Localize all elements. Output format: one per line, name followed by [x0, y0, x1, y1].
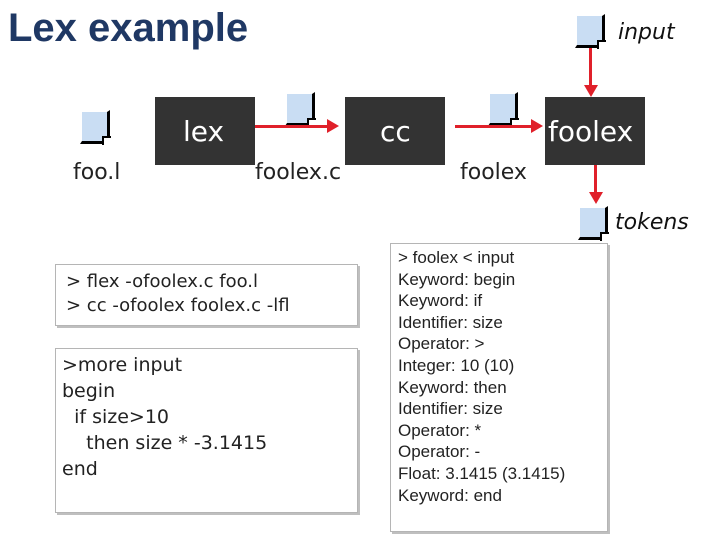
source-line: then size * -3.1415	[62, 432, 268, 454]
source-line: begin	[62, 380, 116, 402]
output-line: > foolex < input	[398, 248, 515, 267]
command-line: > cc -ofoolex foolex.c -lfl	[66, 295, 290, 316]
cc-to-foolex-arrow	[455, 125, 533, 128]
source-line: end	[62, 458, 98, 480]
input-to-foolex-arrowhead	[584, 85, 598, 97]
lex-to-foolex-c-arrow	[255, 125, 329, 128]
cc-to-foolex-arrowhead	[531, 119, 543, 133]
command-line: > flex -ofoolex.c foo.l	[66, 271, 258, 292]
source-listing: >more input begin if size>10 then size *…	[62, 352, 267, 482]
cc-process-box: cc	[345, 97, 445, 165]
output-line: Operator: >	[398, 334, 485, 354]
output-line: Keyword: end	[398, 485, 502, 505]
output-line: Identifier: size	[398, 399, 503, 419]
output-listing-box: > foolex < input Keyword: begin Keyword:…	[390, 243, 608, 532]
lex-process-box: lex	[155, 97, 255, 165]
tokens-document-icon	[578, 206, 608, 240]
foolex-binary-document-icon	[488, 92, 518, 126]
lex-to-foolex-c-arrowhead	[327, 119, 339, 133]
output-listing: > foolex < input Keyword: begin Keyword:…	[398, 247, 565, 506]
foo-l-label: foo.l	[73, 160, 121, 185]
tokens-label: tokens	[615, 210, 689, 235]
output-line: Keyword: if	[398, 291, 483, 311]
foolex-runner-label: foolex	[548, 115, 634, 148]
source-line: if size>10	[62, 406, 170, 428]
cc-label: cc	[380, 115, 411, 148]
foolex-binary-label: foolex	[460, 160, 527, 185]
foolex-c-label: foolex.c	[255, 160, 342, 185]
commands-box: > flex -ofoolex.c foo.l > cc -ofoolex fo…	[55, 264, 358, 326]
foolex-c-document-icon	[285, 92, 315, 126]
input-to-foolex-arrow	[589, 48, 592, 86]
output-line: Identifier: size	[398, 312, 503, 332]
input-label: input	[618, 20, 675, 45]
lex-label: lex	[183, 115, 225, 148]
foo-l-document-icon	[80, 110, 110, 144]
page-title: Lex example	[8, 6, 249, 50]
output-line: Keyword: then	[398, 377, 507, 397]
input-document-icon	[575, 14, 605, 48]
output-line: Operator: *	[398, 420, 482, 440]
foolex-to-tokens-arrow	[594, 165, 597, 193]
output-line: Integer: 10 (10)	[398, 355, 515, 375]
output-line: Float: 3.1415 (3.1415)	[398, 463, 566, 483]
output-line: Operator: -	[398, 442, 481, 462]
source-line: >more input	[62, 354, 183, 376]
source-listing-box: >more input begin if size>10 then size *…	[55, 348, 358, 513]
foolex-to-tokens-arrowhead	[589, 192, 603, 204]
output-line: Keyword: begin	[398, 269, 516, 289]
foolex-process-box: foolex	[545, 97, 645, 165]
